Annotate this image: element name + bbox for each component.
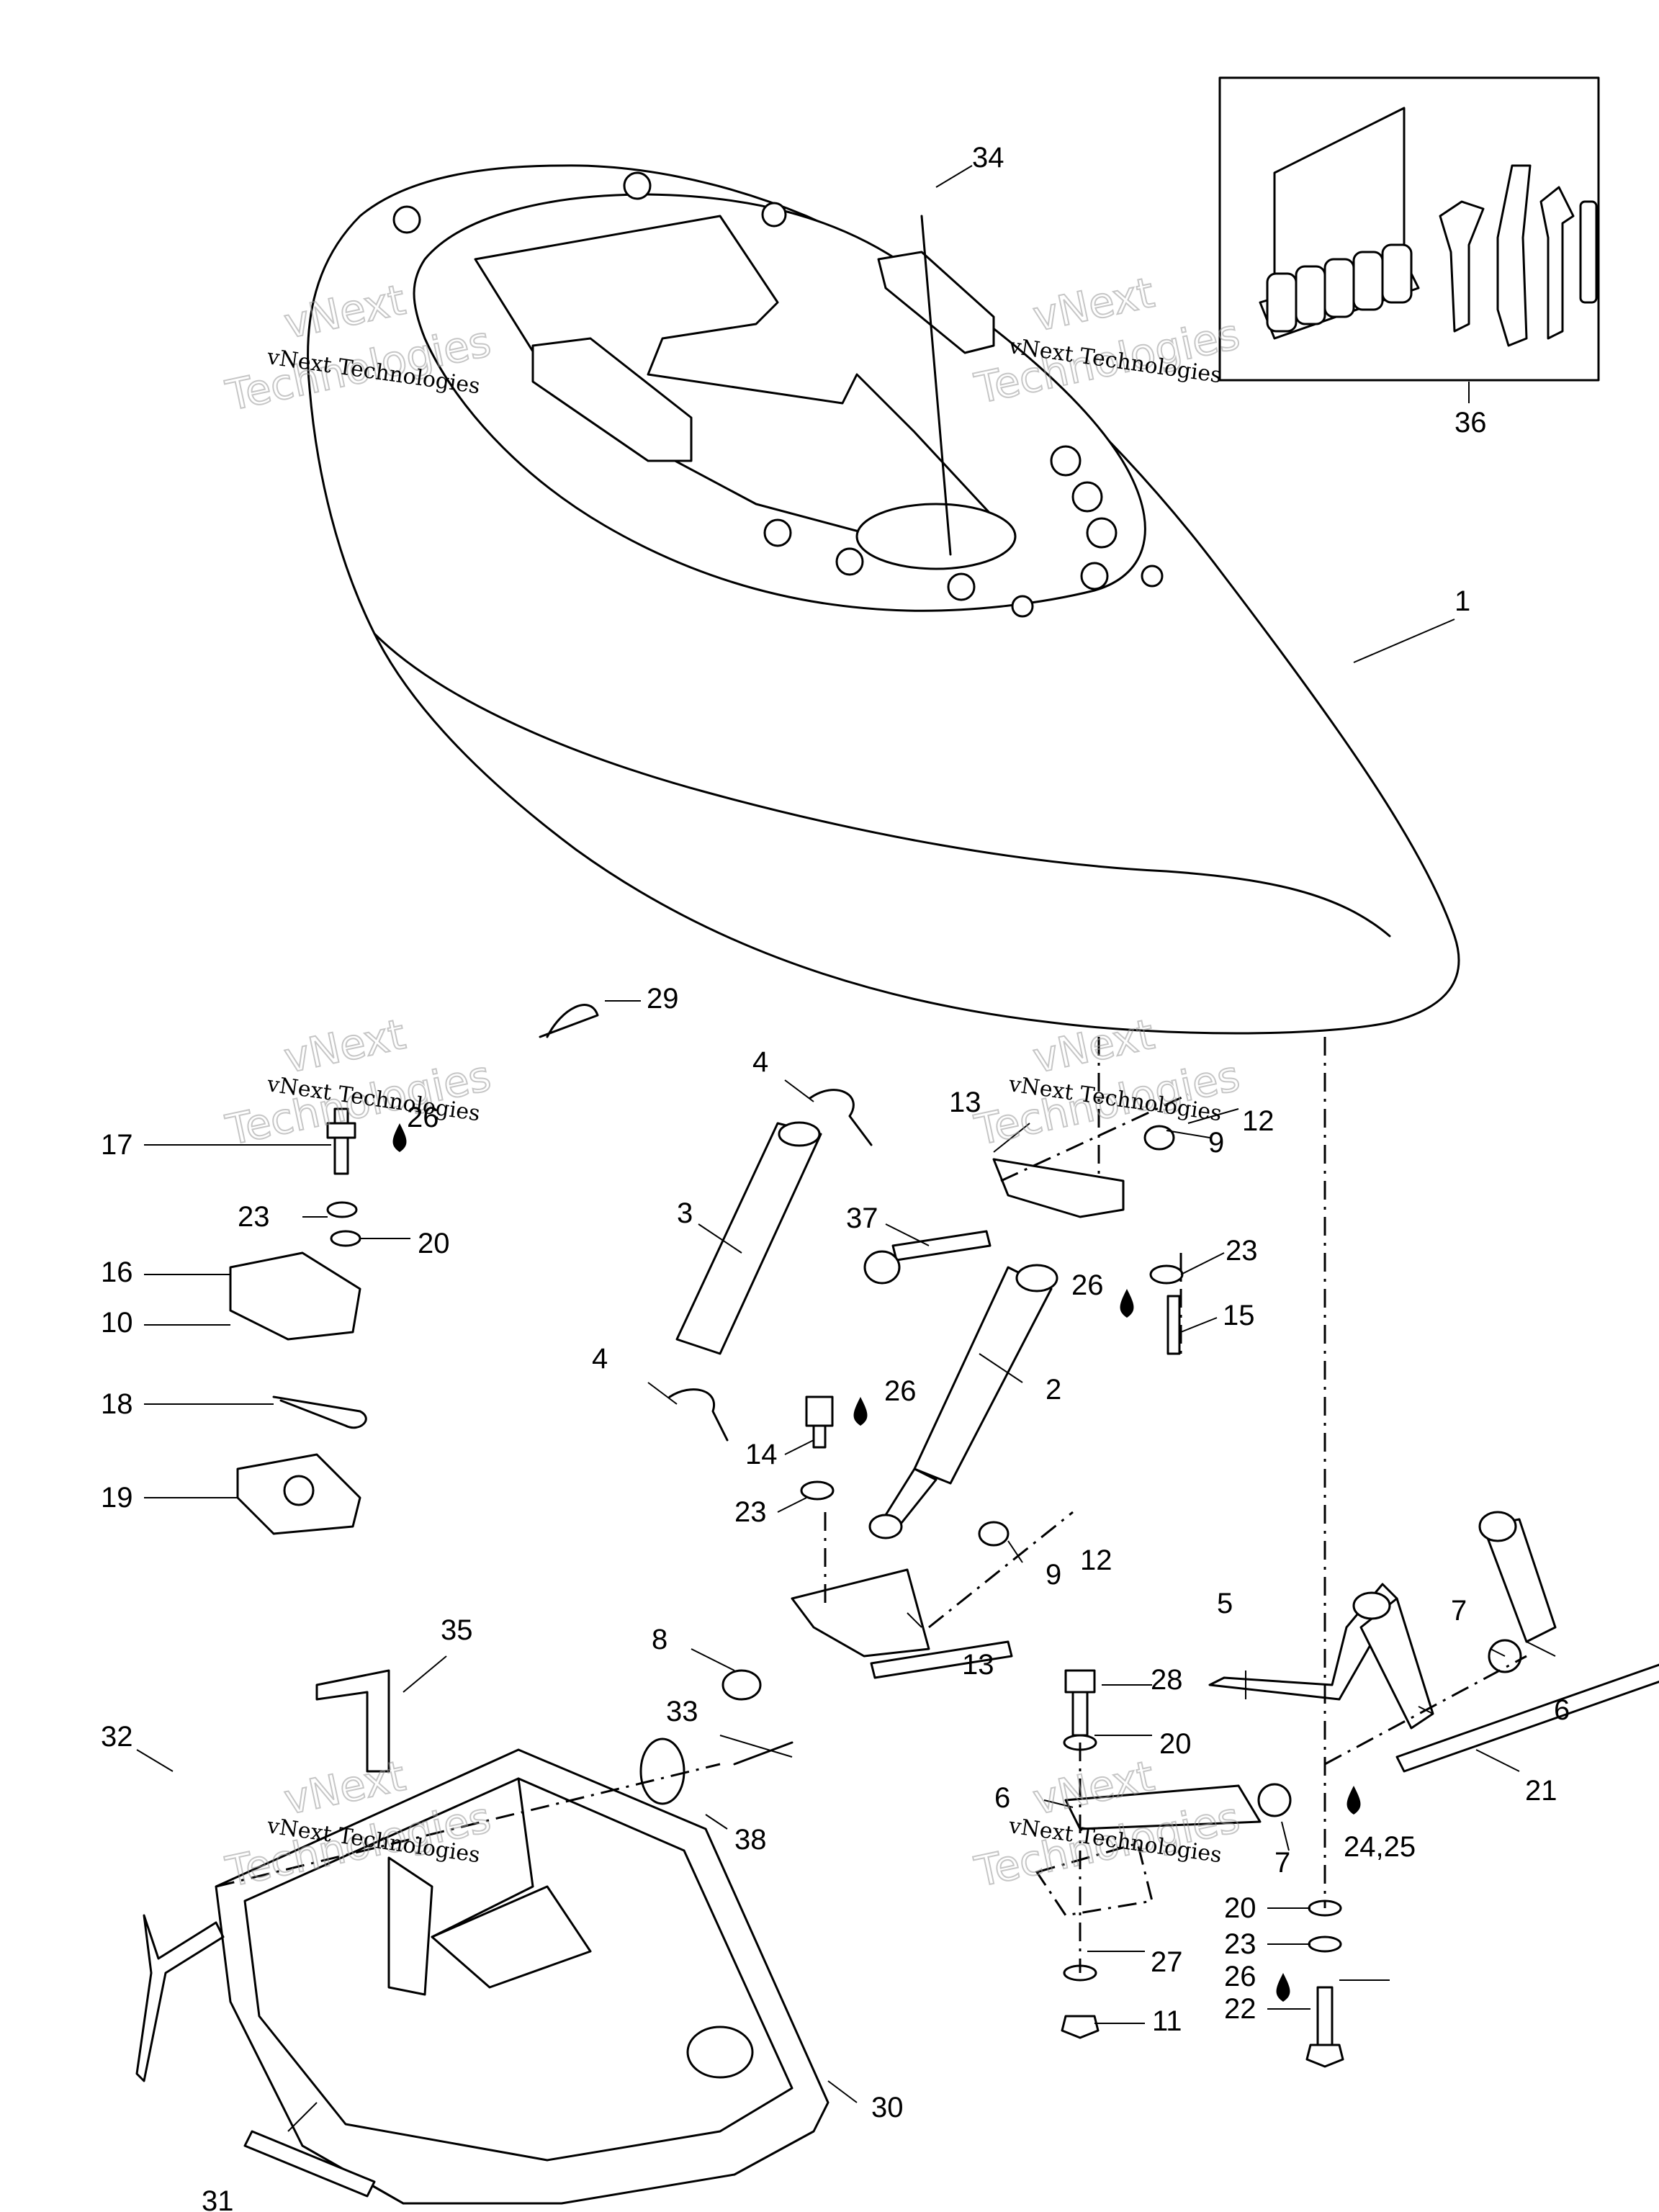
callout-30: 30: [871, 2092, 904, 2123]
oil-drop-icon: [853, 1397, 868, 1426]
callout-10: 10: [101, 1307, 133, 1339]
callout-26: 26: [407, 1102, 439, 1133]
callout-4: 4: [752, 1046, 768, 1078]
callout-9: 9: [1046, 1559, 1061, 1591]
lever-mechanism: [1061, 1511, 1659, 2068]
callout-20: 20: [1224, 1892, 1256, 1924]
callout-19: 19: [101, 1482, 133, 1514]
callout-20: 20: [1159, 1728, 1192, 1760]
callout-8: 8: [652, 1624, 667, 1655]
callout-32: 32: [101, 1721, 133, 1753]
callout-12: 12: [1242, 1105, 1274, 1137]
callout-16: 16: [101, 1256, 133, 1288]
callout-26: 26: [1224, 1961, 1256, 1992]
callout-2: 2: [1046, 1374, 1061, 1406]
callout-18: 18: [101, 1388, 133, 1420]
callout-14: 14: [745, 1439, 778, 1470]
leader-lines: [136, 165, 1556, 2132]
oil-drop-icon: [1276, 1973, 1290, 2002]
callout-37: 37: [846, 1202, 878, 1234]
rim-holes: [392, 171, 1164, 618]
callout-3: 3: [677, 1197, 693, 1229]
callout-4: 4: [592, 1343, 608, 1375]
callout-23: 23: [734, 1496, 767, 1528]
callout-33: 33: [666, 1696, 698, 1727]
callout-7: 7: [1274, 1847, 1290, 1879]
callout-17: 17: [101, 1129, 133, 1161]
lubricant-drops: [392, 1123, 1361, 2002]
callout-35: 35: [441, 1614, 473, 1646]
gas-strut-assembly: [229, 1004, 1184, 1701]
callout-15: 15: [1223, 1300, 1255, 1331]
callout-5: 5: [1217, 1588, 1233, 1619]
tool-kit-panel: [1218, 76, 1600, 382]
callout-11: 11: [1152, 2005, 1182, 2037]
callout-9: 9: [1208, 1127, 1224, 1159]
watermarks: vNext Technologies vNext Technologies vN…: [221, 267, 1245, 1897]
callout-36: 36: [1455, 407, 1487, 439]
callout-23: 23: [1226, 1235, 1258, 1267]
callout-7: 7: [1451, 1595, 1467, 1627]
storage-hood: [307, 164, 1460, 1035]
callout-1: 1: [1455, 585, 1470, 617]
oil-drop-icon: [1120, 1289, 1134, 1318]
callout-27: 27: [1151, 1946, 1183, 1978]
callouts: 1 2 3 4 4 5 6 6 7 7 8 9 9 10 11 12 12 13…: [101, 142, 1570, 2212]
callout-38: 38: [734, 1824, 767, 1856]
callout-34: 34: [972, 142, 1004, 174]
callout-28: 28: [1151, 1664, 1183, 1696]
storage-tray: [135, 1669, 830, 2205]
callout-6: 6: [994, 1782, 1010, 1814]
callout-24-25: 24,25: [1344, 1831, 1416, 1863]
callout-31: 31: [202, 2185, 234, 2212]
callout-13: 13: [962, 1649, 994, 1681]
callout-21: 21: [1525, 1775, 1557, 1807]
callout-23: 23: [238, 1201, 270, 1233]
callout-23: 23: [1224, 1928, 1256, 1960]
callout-13: 13: [949, 1087, 981, 1118]
callout-26: 26: [884, 1375, 917, 1407]
alignment-lines: [215, 215, 1527, 1973]
callout-22: 22: [1224, 1993, 1256, 2025]
oil-drop-icon: [1346, 1786, 1361, 1815]
callout-26: 26: [1071, 1269, 1104, 1301]
callout-20: 20: [418, 1228, 450, 1259]
oil-drop-icon: [392, 1123, 407, 1152]
callout-6: 6: [1554, 1694, 1570, 1726]
callout-29: 29: [647, 983, 679, 1015]
callout-12: 12: [1080, 1545, 1112, 1576]
